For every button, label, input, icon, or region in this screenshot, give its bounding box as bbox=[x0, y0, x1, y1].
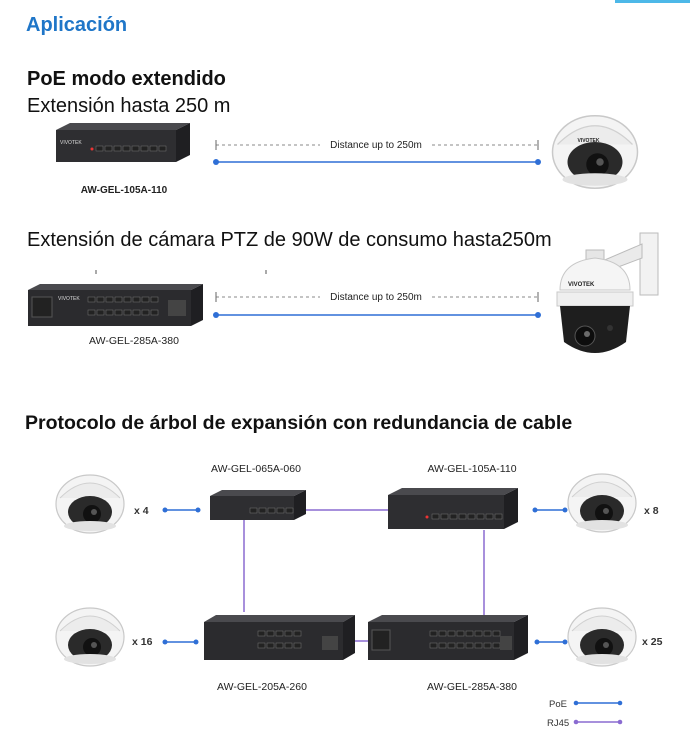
poe-section-heading: PoE modo extendido bbox=[27, 68, 226, 90]
legend-rj45-label: RJ45 bbox=[547, 718, 569, 729]
legend: PoE RJ45 bbox=[547, 699, 623, 729]
count-bottom-right: x 25 bbox=[642, 636, 663, 648]
dome-camera-br bbox=[567, 607, 637, 667]
count-bottom-left: x 16 bbox=[132, 636, 153, 648]
switch-285a-380-topology bbox=[368, 615, 528, 660]
count-top-left: x 4 bbox=[134, 505, 149, 517]
dome-camera-bl bbox=[55, 607, 125, 667]
switch-065a-060 bbox=[210, 490, 306, 520]
svg-text:VIVOTEK: VIVOTEK bbox=[58, 296, 80, 302]
stp-section-heading: Protocolo de árbol de expansión con redu… bbox=[25, 412, 573, 434]
camera-brand-1: VIVOTEK bbox=[578, 138, 600, 144]
switch-105a-110-topology bbox=[388, 488, 518, 529]
count-top-right: x 8 bbox=[644, 505, 659, 517]
switch-label-top-right: AW-GEL-105A-110 bbox=[427, 463, 516, 475]
switch-205a-260 bbox=[204, 615, 355, 660]
top-accent-bar bbox=[615, 0, 690, 3]
poe-subtitle-1: Extensión hasta 250 m bbox=[27, 95, 231, 117]
ptz-brand: VIVOTEK bbox=[568, 282, 595, 288]
dome-camera-1: VIVOTEK bbox=[551, 115, 639, 189]
rj45-links bbox=[243, 509, 485, 642]
switch-label-bottom-left: AW-GEL-205A-260 bbox=[217, 681, 307, 693]
svg-text:VIVOTEK: VIVOTEK bbox=[60, 140, 82, 146]
distance-label-2: Distance up to 250m bbox=[330, 292, 422, 303]
ptz-camera: VIVOTEK bbox=[556, 232, 659, 353]
legend-poe-label: PoE bbox=[549, 699, 567, 710]
switch-105a-110: VIVOTEK bbox=[56, 123, 190, 162]
poe-subtitle-2: Extensión de cámara PTZ de 90W de consum… bbox=[27, 229, 552, 251]
switch-label-bottom-right: AW-GEL-285A-380 bbox=[427, 681, 517, 693]
distance-label-1: Distance up to 250m bbox=[330, 140, 422, 151]
page-title: Aplicación bbox=[26, 14, 128, 36]
dome-camera-tl bbox=[55, 474, 125, 534]
model-label-2: AW-GEL-285A-380 bbox=[89, 335, 179, 347]
poe-links bbox=[162, 507, 568, 645]
switch-label-top-left: AW-GEL-065A-060 bbox=[211, 463, 301, 475]
model-label-1: AW-GEL-105A-110 bbox=[81, 185, 168, 196]
switch-285a-380: VIVOTEK bbox=[28, 284, 203, 326]
dome-camera-tr bbox=[567, 473, 637, 533]
